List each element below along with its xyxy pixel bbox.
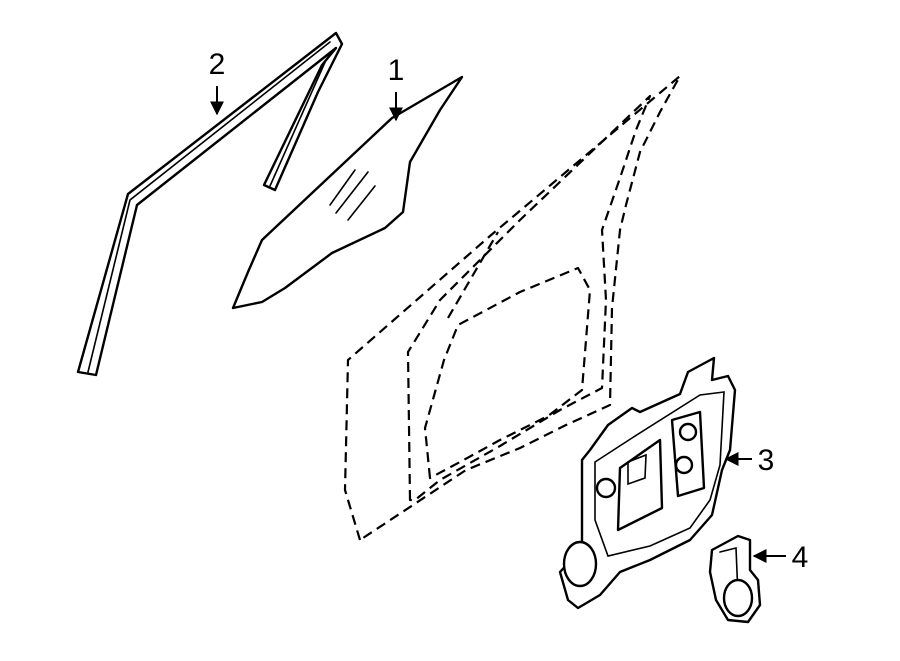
callout-label-2: 2: [209, 48, 226, 81]
regulator-motor: [708, 534, 762, 624]
callout-2: 2: [209, 48, 226, 116]
callout-label-1: 1: [388, 54, 405, 87]
window-regulator: [558, 356, 737, 610]
callout-label-4: 4: [792, 541, 809, 574]
callout-4: 4: [752, 541, 809, 574]
glass-run-channel: [76, 31, 344, 377]
callout-1: 1: [388, 54, 405, 122]
callout-label-3: 3: [758, 444, 775, 477]
door-shell-outline: [343, 74, 682, 542]
callout-3: 3: [724, 444, 775, 477]
door-glass: [231, 75, 464, 310]
